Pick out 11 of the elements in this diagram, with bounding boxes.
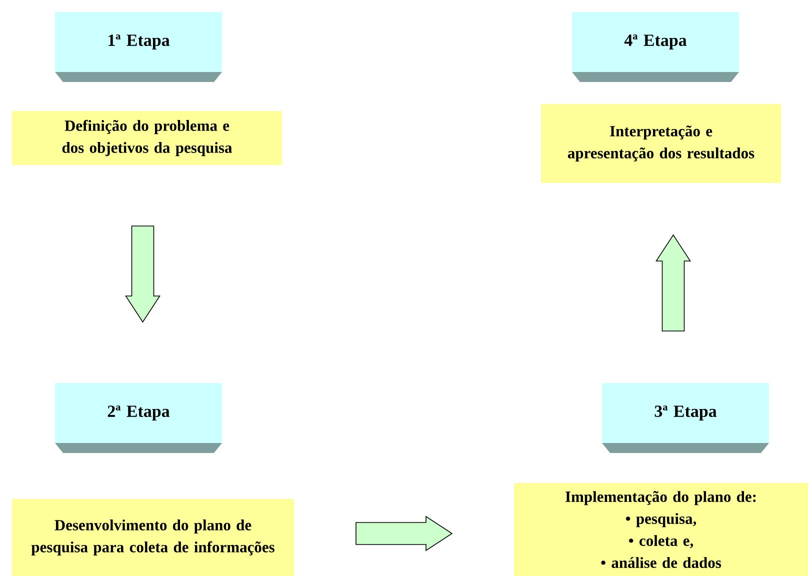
step-box: Interpretação e apresentação dos resultados: [541, 104, 781, 183]
block-arrow: [125, 226, 160, 323]
step-box: Implementação do plano de: • pesquisa, • coleta e, • análise de dados: [514, 483, 808, 576]
stage-box: 3ª Etapa: [602, 383, 769, 453]
block-arrow: [656, 234, 691, 332]
block-arrow: [356, 516, 453, 552]
stage-box: 1ª Etapa: [55, 12, 222, 82]
stage-box: 4ª Etapa: [572, 12, 739, 82]
step-box: Desenvolvimento do plano de pesquisa para coleta de informações: [12, 499, 294, 576]
stage-box: 2ª Etapa: [55, 383, 222, 453]
step-box: Definição do problema e dos objetivos da pesquisa: [12, 111, 282, 165]
